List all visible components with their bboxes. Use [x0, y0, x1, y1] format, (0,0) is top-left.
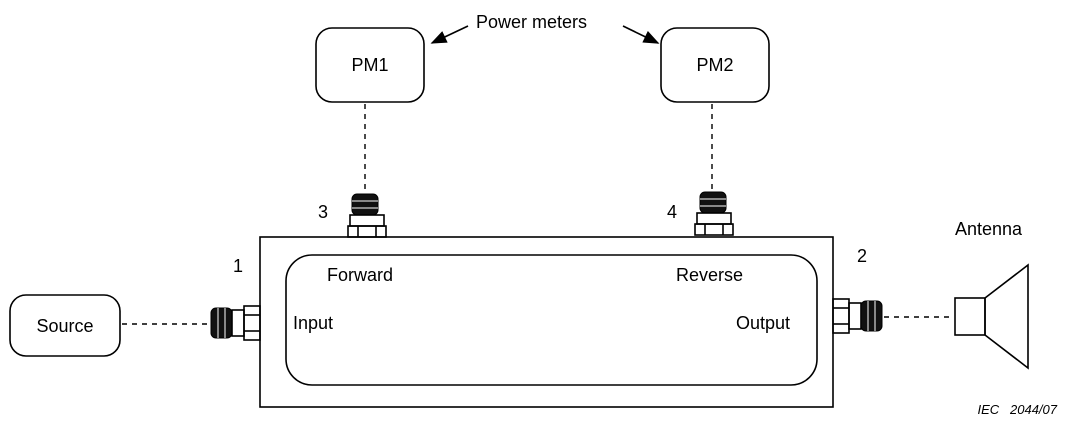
pm2-box	[660, 27, 770, 103]
arrow-to-pm2	[622, 25, 660, 44]
source-label: Source	[36, 316, 93, 336]
output-label: Output	[736, 313, 790, 333]
pm1-label: PM1	[351, 55, 388, 75]
source-box	[9, 294, 121, 357]
port4-number: 4	[667, 202, 677, 222]
port3-connector	[347, 193, 387, 238]
output-connector	[832, 298, 883, 334]
reverse-label: Reverse	[676, 265, 743, 285]
port3-number: 3	[318, 202, 328, 222]
port4-connector	[694, 191, 734, 236]
pm1-box	[315, 27, 425, 103]
coupler-inner	[285, 254, 818, 386]
forward-label: Forward	[327, 265, 393, 285]
pm2-label: PM2	[696, 55, 733, 75]
arrow-to-pm1	[430, 25, 469, 44]
antenna-label: Antenna	[955, 219, 1023, 239]
input-connector	[210, 305, 261, 341]
figure-credit: IEC 2044/07	[978, 402, 1058, 417]
antenna-icon	[954, 263, 1029, 370]
input-label: Input	[293, 313, 333, 333]
port2-number: 2	[857, 246, 867, 266]
power-meters-label: Power meters	[476, 12, 587, 32]
port1-number: 1	[233, 256, 243, 276]
